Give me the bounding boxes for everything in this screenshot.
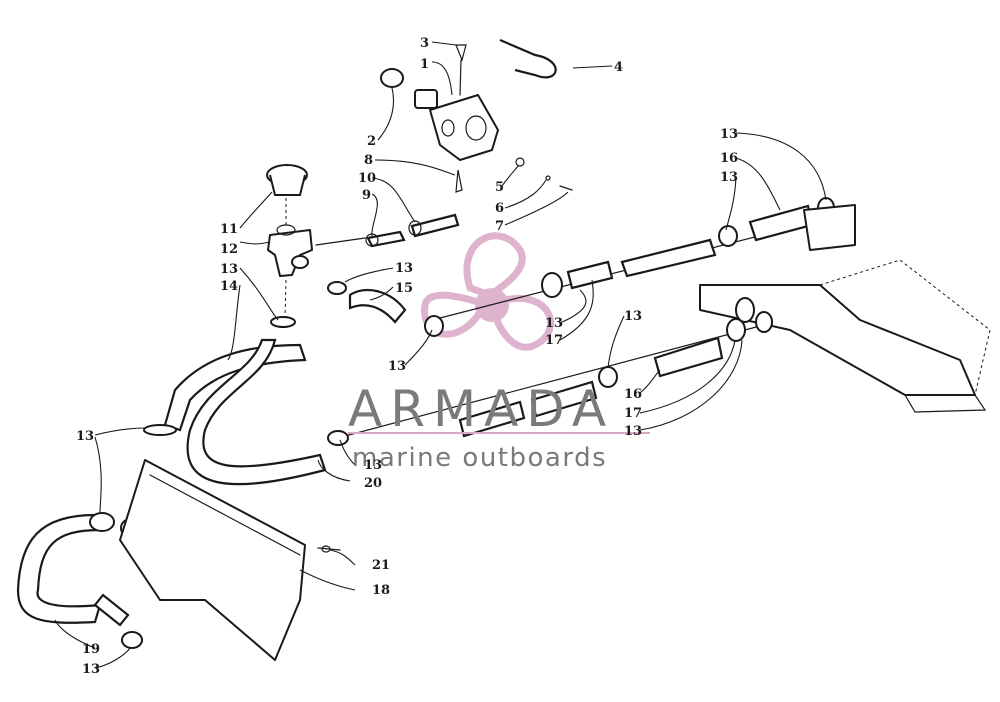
callout-13g: 13	[624, 309, 642, 324]
callout-6: 6	[495, 201, 504, 216]
callout-12: 12	[220, 242, 238, 257]
callout-13a: 13	[220, 262, 238, 277]
callout-labels: 3 1 4 2 8 10 9 5 6 7 11 12 13 14 13 15 1…	[76, 36, 738, 677]
watermark-tagline: marine outboards	[352, 443, 607, 473]
armada-propeller-logo	[421, 232, 555, 351]
callout-7: 7	[495, 219, 504, 234]
coolant-reservoir-assembly	[380, 38, 573, 193]
callout-11: 11	[220, 222, 238, 237]
callout-21: 21	[372, 558, 390, 573]
heat-exchanger-panel	[119, 459, 341, 661]
callout-13c: 13	[720, 127, 738, 142]
callout-13h: 13	[624, 424, 642, 439]
callout-8: 8	[364, 153, 373, 168]
callout-16a: 16	[720, 151, 738, 166]
callout-15: 15	[395, 281, 413, 296]
callout-13f: 13	[388, 359, 406, 374]
callout-1: 1	[420, 57, 429, 72]
callout-13b: 13	[395, 261, 413, 276]
callout-13d: 13	[720, 170, 738, 185]
callout-17a: 17	[545, 333, 563, 348]
callout-18: 18	[372, 583, 390, 598]
callout-3: 3	[420, 36, 429, 51]
callout-2: 2	[367, 134, 376, 149]
leader-lines	[54, 41, 827, 669]
watermark-brand: ARMADA	[348, 380, 614, 438]
upper-hoses	[315, 213, 460, 324]
callout-20: 20	[364, 476, 382, 491]
lower-hoses	[16, 338, 349, 649]
callout-16b: 16	[624, 387, 642, 402]
callout-5: 5	[495, 180, 504, 195]
long-tube-runs	[329, 197, 841, 441]
filler-neck-assembly	[266, 164, 313, 328]
callout-13i: 13	[76, 429, 94, 444]
armada-watermark: ARMADA marine outboards	[348, 380, 650, 473]
callout-10: 10	[358, 171, 376, 186]
callout-13e: 13	[545, 316, 563, 331]
callout-13j: 13	[364, 458, 382, 473]
callout-9: 9	[362, 188, 371, 203]
callout-17b: 17	[624, 406, 642, 421]
callout-19: 19	[82, 642, 100, 657]
callout-4: 4	[614, 60, 623, 75]
chassis-frame-section	[699, 204, 991, 413]
callout-14: 14	[220, 279, 238, 294]
callout-13k: 13	[82, 662, 100, 677]
